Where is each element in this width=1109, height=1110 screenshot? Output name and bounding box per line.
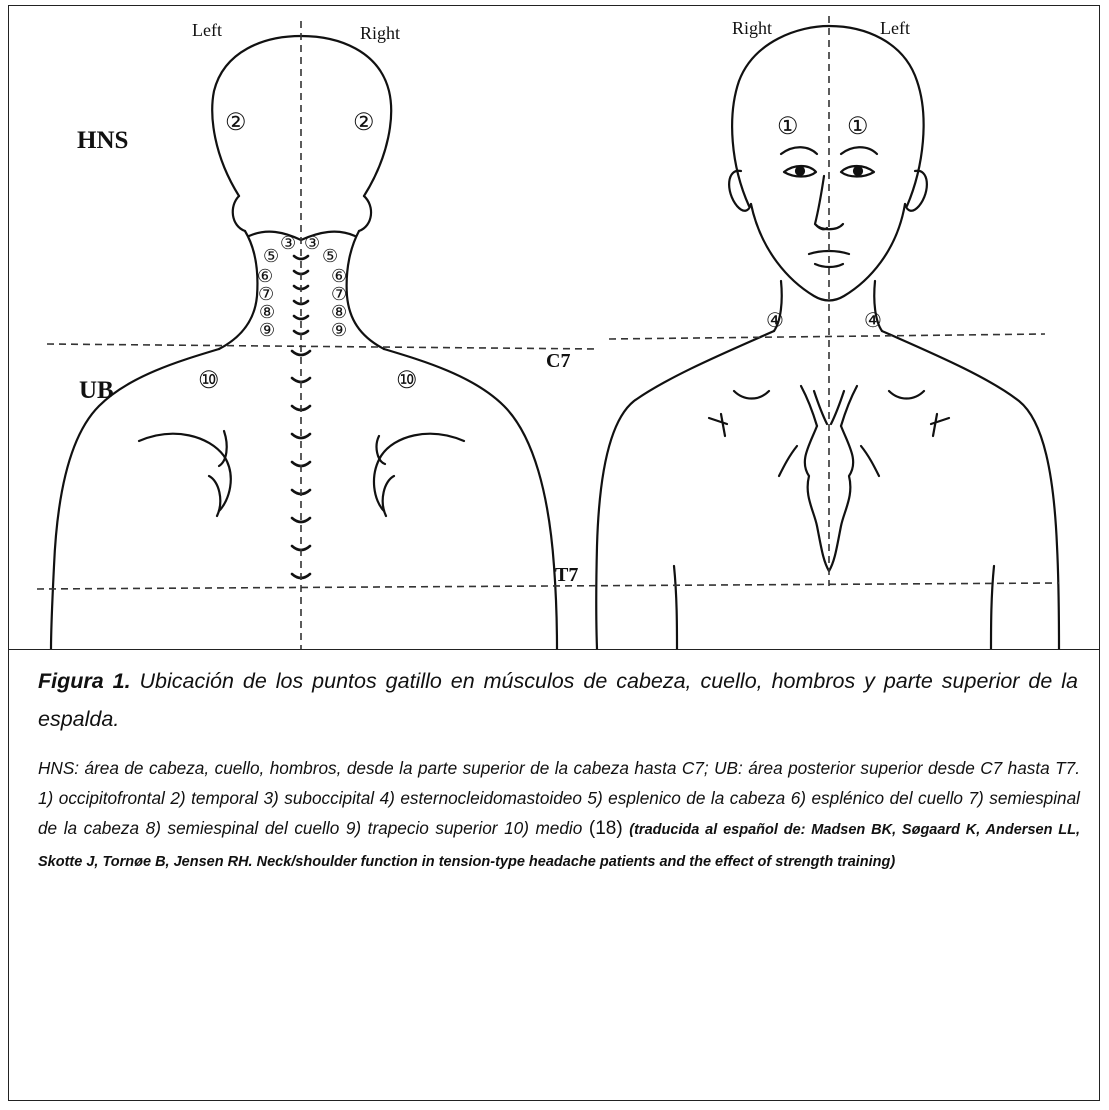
anatomy-figure: Left Right Right Left HNS UB C7 T7 ② ② ③…: [9, 6, 1099, 649]
figure-notes: HNS: área de cabeza, cuello, hombros, de…: [38, 753, 1080, 877]
trigger-point-9-right: ⑨: [331, 320, 347, 340]
caption-box: Figura 1. Ubicación de los puntos gatill…: [8, 649, 1100, 1101]
trigger-point-4-right: ④: [766, 310, 784, 332]
t7-line: [37, 583, 1059, 589]
trigger-point-7-left: ⑦: [258, 284, 274, 304]
front-view-body: [596, 26, 1059, 649]
trigger-point-8-right: ⑧: [331, 302, 347, 322]
trigger-point-3-right: ③: [304, 233, 320, 253]
figure-title-text: Ubicación de los puntos gatillo en múscu…: [38, 669, 1078, 731]
c7-line-back: [47, 344, 599, 349]
trigger-point-5-left: ⑤: [263, 246, 279, 266]
trigger-point-9-left: ⑨: [259, 320, 275, 340]
trigger-point-10-right: ⑩: [396, 368, 418, 394]
front-right-label: Right: [732, 18, 772, 38]
c7-line-front: [609, 334, 1045, 339]
back-left-label: Left: [192, 20, 222, 40]
trigger-point-5-right: ⑤: [322, 246, 338, 266]
trigger-point-8-left: ⑧: [259, 302, 275, 322]
figure-label: Figura 1.: [38, 669, 131, 693]
ub-label: UB: [79, 377, 114, 404]
trigger-point-3-left: ③: [280, 233, 296, 253]
figure-title: Figura 1. Ubicación de los puntos gatill…: [38, 662, 1078, 738]
trigger-point-1-left: ①: [847, 114, 869, 140]
trigger-point-6-left: ⑥: [257, 266, 273, 286]
trigger-point-10-left: ⑩: [198, 368, 220, 394]
trigger-point-2-right: ②: [353, 110, 375, 136]
citation: (18): [589, 818, 623, 839]
trigger-point-6-right: ⑥: [331, 266, 347, 286]
trigger-point-1-right: ①: [777, 114, 799, 140]
trigger-point-4-left: ④: [864, 310, 882, 332]
reference-lines: [37, 16, 1059, 649]
anatomy-svg: Left Right Right Left HNS UB C7 T7 ② ② ③…: [9, 6, 1099, 649]
trigger-point-7-right: ⑦: [331, 284, 347, 304]
front-left-label: Left: [880, 18, 910, 38]
c7-label: C7: [546, 350, 570, 372]
t7-label: T7: [555, 564, 578, 586]
back-right-label: Right: [360, 23, 400, 43]
hns-label: HNS: [77, 127, 128, 154]
trigger-point-2-left: ②: [225, 110, 247, 136]
